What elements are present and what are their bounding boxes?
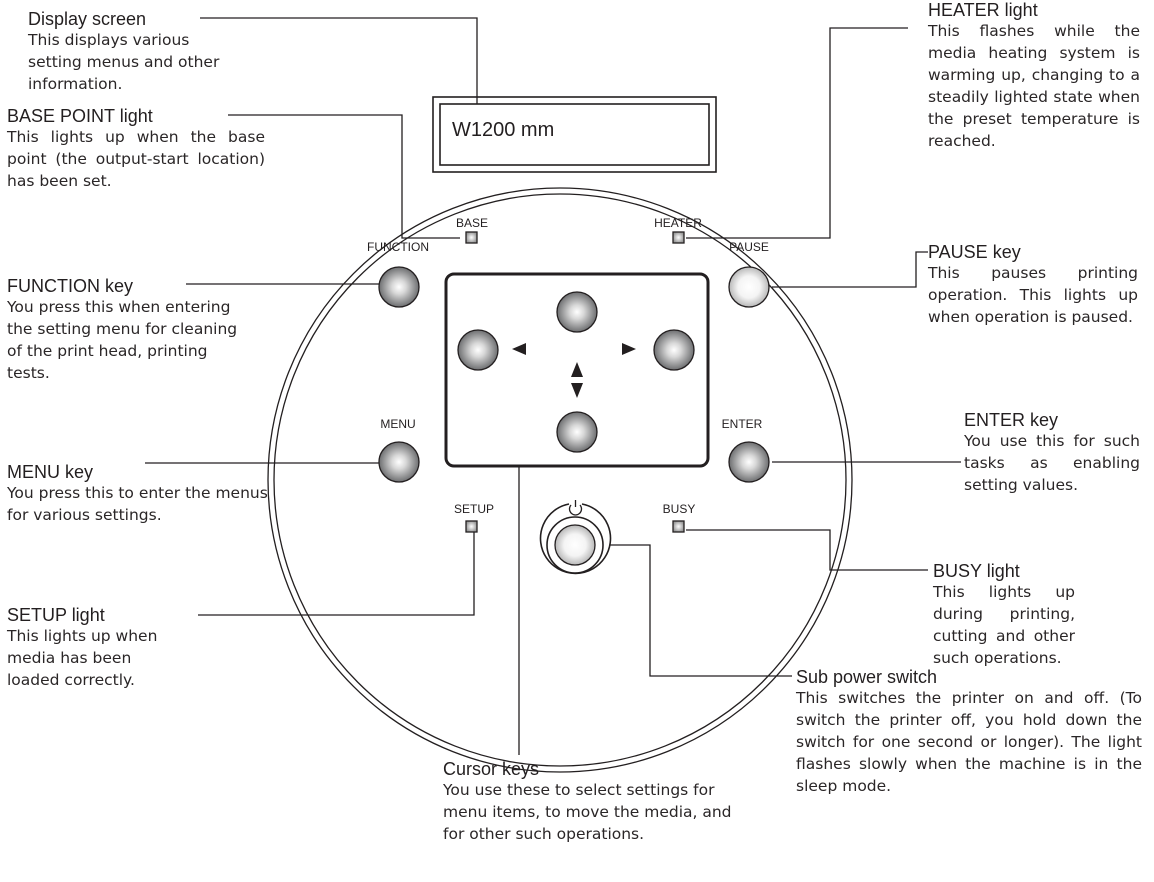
callout-desc: This lights up when media has been loade… (7, 625, 183, 691)
callout-desc: You use these to select settings for men… (443, 779, 743, 845)
function-label: FUNCTION (367, 240, 429, 254)
callout-title: FUNCTION key (7, 276, 247, 296)
callout-desc: You use this for such tasks as enabling … (964, 430, 1140, 496)
sub-power-switch[interactable] (541, 500, 611, 573)
callout-busy-light: BUSY light This lights up during printin… (933, 561, 1075, 669)
callout-desc: This lights up when the base point (the … (7, 126, 265, 192)
menu-label: MENU (380, 417, 415, 431)
menu-key[interactable] (379, 442, 419, 482)
leader-heater (686, 28, 908, 238)
function-key[interactable] (379, 267, 419, 307)
callout-desc: You press this when entering the setting… (7, 296, 247, 384)
callout-desc: This pauses printing operation. This lig… (928, 262, 1138, 328)
cursor-up-key[interactable] (557, 292, 597, 332)
leader-setup (198, 532, 474, 615)
display-text: W1200 mm (452, 119, 554, 141)
heater-label: HEATER (654, 216, 702, 230)
pause-key[interactable] (729, 267, 769, 307)
base-label: BASE (456, 216, 488, 230)
setup-light (466, 521, 477, 532)
callout-heater-light: HEATER light This flashes while the medi… (928, 0, 1140, 152)
callout-pause-key: PAUSE key This pauses printing operation… (928, 242, 1138, 328)
cursor-down-key[interactable] (557, 412, 597, 452)
enter-key[interactable] (729, 442, 769, 482)
callout-enter-key: ENTER key You use this for such tasks as… (964, 410, 1140, 496)
callout-base-point-light: BASE POINT light This lights up when the… (7, 106, 265, 192)
base-light (466, 232, 477, 243)
callout-sub-power-switch: Sub power switch This switches the print… (796, 667, 1142, 797)
cursor-right-key[interactable] (654, 330, 694, 370)
display-screen: W1200 mm (433, 97, 716, 172)
callout-desc: This displays various setting menus and … (28, 29, 248, 95)
callout-title: BUSY light (933, 561, 1075, 581)
callout-title: Sub power switch (796, 667, 1142, 687)
enter-label: ENTER (722, 417, 763, 431)
callout-setup-light: SETUP light This lights up when media ha… (7, 605, 183, 691)
callout-display-screen: Display screen This displays various set… (28, 9, 248, 95)
callout-title: BASE POINT light (7, 106, 265, 126)
callout-title: Display screen (28, 9, 248, 29)
callout-desc: You press this to enter the menus for va… (7, 482, 269, 526)
callout-title: PAUSE key (928, 242, 1138, 262)
setup-label: SETUP (454, 502, 494, 516)
callout-title: MENU key (7, 462, 269, 482)
callout-title: Cursor keys (443, 759, 743, 779)
callout-title: ENTER key (964, 410, 1140, 430)
pause-label: PAUSE (729, 240, 769, 254)
leader-sub-power (610, 545, 792, 676)
callout-desc: This switches the printer on and off. (T… (796, 687, 1142, 797)
busy-label: BUSY (663, 502, 696, 516)
cursor-left-key[interactable] (458, 330, 498, 370)
busy-light (673, 521, 684, 532)
callout-title: SETUP light (7, 605, 183, 625)
callout-menu-key: MENU key You press this to enter the men… (7, 462, 269, 526)
callout-desc: This flashes while the media heating sys… (928, 20, 1140, 152)
callout-title: HEATER light (928, 0, 1140, 20)
leader-busy (686, 530, 928, 570)
leader-pause (772, 252, 928, 287)
heater-light (673, 232, 684, 243)
callout-cursor-keys: Cursor keys You use these to select sett… (443, 759, 743, 845)
power-icon (570, 500, 582, 515)
callout-function-key: FUNCTION key You press this when enterin… (7, 276, 247, 384)
callout-desc: This lights up during printing, cutting … (933, 581, 1075, 669)
